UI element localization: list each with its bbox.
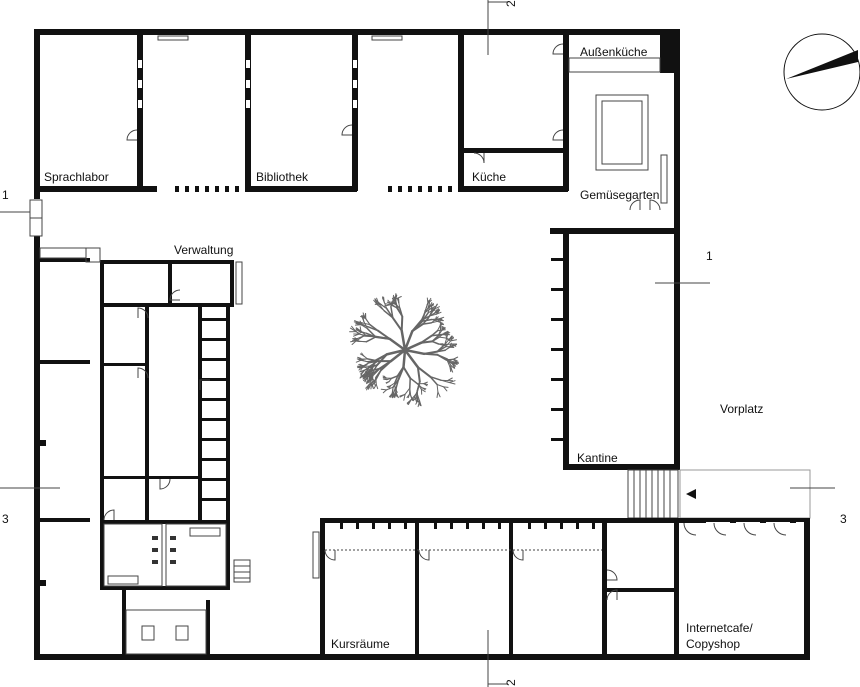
section-mark-2-bottom: 2 bbox=[504, 679, 518, 686]
label-vorplatz: Vorplatz bbox=[720, 402, 763, 416]
section-mark-1-left: 1 bbox=[2, 188, 9, 202]
entrance-steps bbox=[627, 469, 811, 519]
label-gemuesegarten: Gemüsegarten bbox=[580, 188, 659, 202]
tree-icon bbox=[349, 293, 459, 408]
window-hatch-top-1 bbox=[175, 186, 452, 192]
north-arrow-icon bbox=[783, 33, 860, 111]
outer-walls bbox=[34, 29, 810, 660]
kursraeume-block bbox=[312, 518, 810, 660]
section-mark-3-right: 3 bbox=[840, 512, 847, 526]
section-mark-2-top: 2 bbox=[504, 0, 518, 7]
section-mark-3-left: 3 bbox=[2, 512, 9, 526]
label-kueche: Küche bbox=[472, 170, 506, 184]
kantine-block bbox=[550, 228, 680, 470]
label-sprachlabor: Sprachlabor bbox=[44, 170, 109, 184]
label-internetcafe-line1: Internetcafe/ bbox=[686, 621, 753, 635]
label-aussenkueche: Außenküche bbox=[580, 45, 648, 59]
label-bibliothek: Bibliothek bbox=[256, 170, 309, 184]
label-kantine: Kantine bbox=[577, 451, 618, 465]
section-mark-1-right: 1 bbox=[706, 249, 713, 263]
section-lines bbox=[0, 0, 835, 687]
top-rooms bbox=[40, 29, 569, 192]
label-internetcafe-line2: Copyshop bbox=[686, 637, 740, 651]
label-verwaltung: Verwaltung bbox=[174, 243, 233, 257]
garden-area bbox=[568, 57, 668, 211]
verwaltung-block bbox=[39, 247, 251, 655]
label-kursraeume: Kursräume bbox=[331, 637, 390, 651]
left-entrance bbox=[29, 199, 43, 237]
entrance-arrow-icon bbox=[686, 489, 696, 499]
